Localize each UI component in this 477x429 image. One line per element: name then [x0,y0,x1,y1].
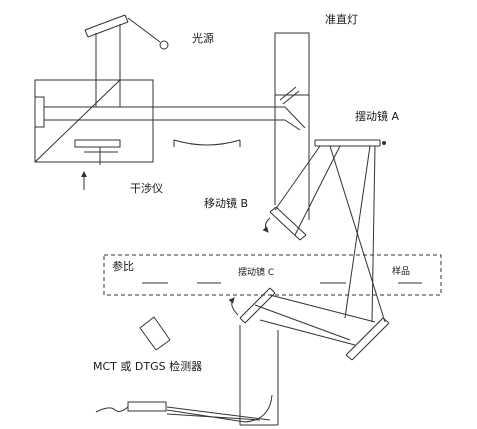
detector-path [166,325,279,426]
label-moving-mirror-b: 移动镜 B [204,196,248,210]
beam-paths-lower [254,294,376,346]
sample-compartment [103,254,442,296]
collimating-lamp [274,32,310,220]
swing-mirror-c [228,287,276,324]
label-collimating-lamp: 准直灯 [325,12,358,26]
label-swing-mirror-c: 摆动镜 C [238,266,274,278]
label-light-source: 光源 [192,31,214,45]
detector-element [95,401,167,413]
beam-paths-upper [274,145,386,323]
label-sample: 样品 [392,265,410,277]
mirror-lower-right [345,317,390,361]
label-detector: MCT 或 DTGS 检测器 [93,359,202,373]
label-reference: 参比 [112,259,134,273]
curved-mirror-center [173,139,241,147]
interferometer [34,72,285,190]
label-swing-mirror-a: 摆动镜 A [355,109,399,123]
label-interferometer: 干涉仪 [130,181,163,195]
moving-mirror-b [262,206,307,241]
light-source [84,14,169,72]
mirror-left-block [139,316,171,351]
swing-mirror-a [314,139,386,147]
